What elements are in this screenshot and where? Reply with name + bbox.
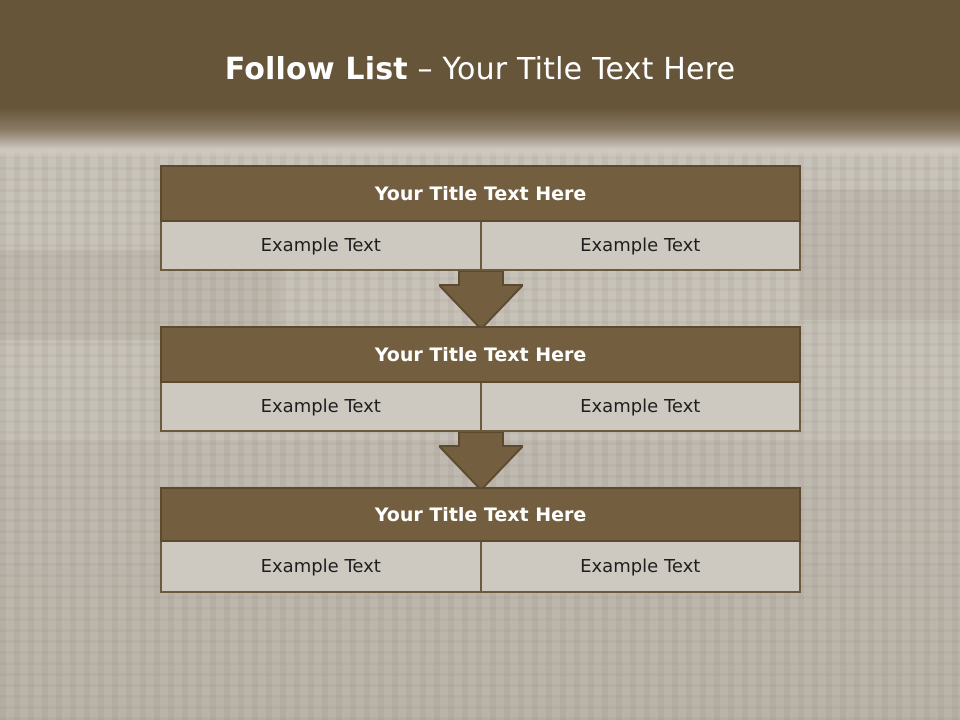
slide-title-bold: Follow List bbox=[224, 52, 408, 87]
slide-title: Follow List – Your Title Text Here bbox=[0, 52, 960, 87]
step-title: Your Title Text Here bbox=[160, 487, 801, 542]
down-arrow-icon bbox=[439, 271, 523, 329]
step-row: Example Text Example Text bbox=[160, 383, 801, 432]
step-title: Your Title Text Here bbox=[160, 165, 801, 222]
background-building-shape bbox=[800, 190, 960, 320]
step-row: Example Text Example Text bbox=[160, 222, 801, 271]
step-row: Example Text Example Text bbox=[160, 542, 801, 593]
step-cell-left: Example Text bbox=[160, 383, 482, 432]
step-cell-right: Example Text bbox=[481, 383, 801, 432]
step-cell-right: Example Text bbox=[481, 222, 801, 271]
step-title: Your Title Text Here bbox=[160, 326, 801, 383]
step-box-3: Your Title Text Here Example Text Exampl… bbox=[160, 487, 801, 593]
step-cell-right: Example Text bbox=[481, 542, 801, 593]
step-cell-left: Example Text bbox=[160, 542, 482, 593]
slide-title-rest: – Your Title Text Here bbox=[407, 52, 736, 87]
step-box-2: Your Title Text Here Example Text Exampl… bbox=[160, 326, 801, 432]
step-box-1: Your Title Text Here Example Text Exampl… bbox=[160, 165, 801, 271]
step-cell-left: Example Text bbox=[160, 222, 482, 271]
down-arrow-icon bbox=[439, 432, 523, 490]
